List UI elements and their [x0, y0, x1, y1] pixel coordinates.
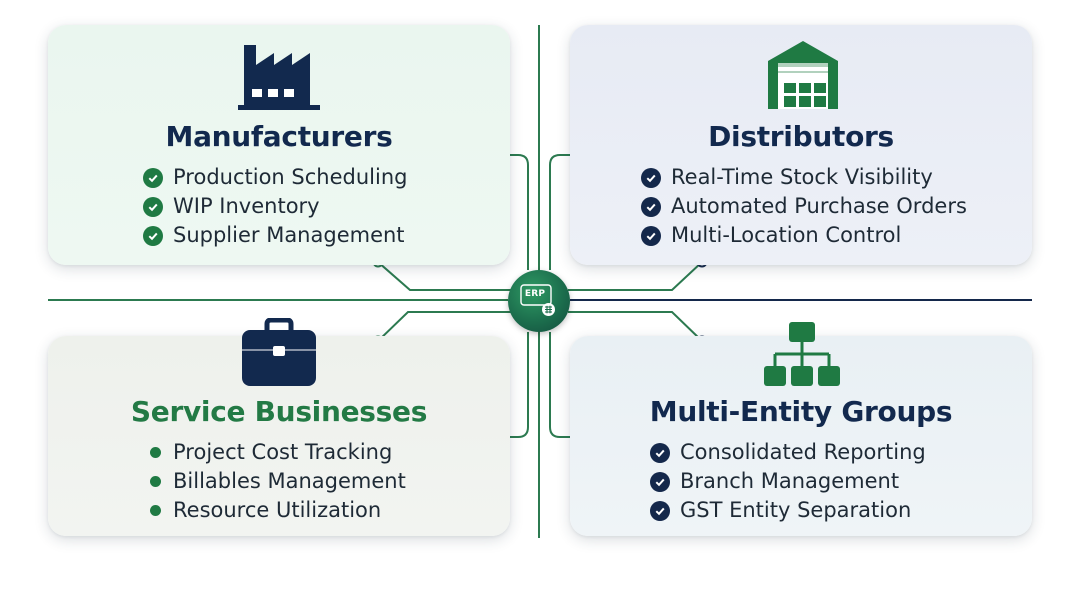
multi-entity-groups-card: Multi-Entity Groups Consolidated Reporti…	[570, 322, 1032, 536]
trace-distributors-upper	[549, 154, 580, 270]
list-item: Multi-Location Control	[641, 221, 967, 250]
list-item: Project Cost Tracking	[150, 438, 406, 467]
check-circle-icon	[641, 196, 661, 217]
feature-label: WIP Inventory	[173, 194, 320, 218]
distributors-card: Distributors Real-Time Stock Visibility …	[570, 25, 1032, 265]
feature-label: Project Cost Tracking	[173, 440, 393, 464]
service-businesses-card: Service Businesses Project Cost Tracking…	[48, 318, 510, 536]
bullet-icon	[150, 505, 161, 516]
list-item: Supplier Management	[143, 221, 407, 250]
feature-label: Resource Utilization	[173, 498, 382, 522]
feature-label: Production Scheduling	[173, 165, 408, 189]
feature-label: Consolidated Reporting	[680, 440, 926, 464]
list-item: Resource Utilization	[150, 496, 406, 525]
bullet-icon	[150, 447, 161, 458]
trace-manufacturers-lower	[377, 261, 512, 291]
list-item: GST Entity Separation	[650, 496, 926, 525]
warehouse-icon	[768, 41, 838, 109]
bullet-icon	[150, 476, 161, 487]
factory-icon	[238, 45, 320, 110]
multi-entity-groups-title: Multi-Entity Groups	[649, 395, 953, 428]
check-circle-icon	[641, 225, 661, 246]
check-circle-icon	[650, 442, 670, 463]
list-item: Production Scheduling	[143, 163, 407, 192]
check-circle-icon	[641, 167, 661, 188]
briefcase-icon	[242, 318, 316, 386]
list-item: Real-Time Stock Visibility	[641, 163, 967, 192]
distributors-features: Real-Time Stock Visibility Automated Pur…	[641, 163, 967, 250]
service-businesses-features: Project Cost Tracking Billables Manageme…	[150, 438, 406, 525]
erp-hub: ERP	[508, 270, 570, 332]
feature-label: Billables Management	[173, 469, 406, 493]
feature-label: Automated Purchase Orders	[671, 194, 967, 218]
manufacturers-title: Manufacturers	[165, 120, 393, 153]
list-item: Branch Management	[650, 467, 926, 496]
trace-service-upper	[377, 311, 512, 342]
feature-label: Multi-Location Control	[671, 223, 902, 247]
check-circle-icon	[143, 225, 163, 246]
list-item: Automated Purchase Orders	[641, 192, 967, 221]
feature-label: Branch Management	[680, 469, 900, 493]
feature-label: GST Entity Separation	[680, 498, 912, 522]
erp-hub-label: ERP	[524, 289, 546, 299]
check-circle-icon	[650, 500, 670, 521]
grid-icon	[542, 303, 555, 316]
service-businesses-title: Service Businesses	[130, 395, 428, 428]
multi-entity-groups-features: Consolidated Reporting Branch Management…	[650, 438, 926, 525]
trace-manufacturers-upper	[500, 154, 529, 270]
check-circle-icon	[143, 167, 163, 188]
feature-label: Real-Time Stock Visibility	[671, 165, 933, 189]
check-circle-icon	[650, 471, 670, 492]
feature-label: Supplier Management	[173, 223, 405, 247]
manufacturers-features: Production Scheduling WIP Inventory Supp…	[143, 163, 407, 250]
distributors-title: Distributors	[708, 120, 894, 153]
list-item: Billables Management	[150, 467, 406, 496]
trace-multi-entity-lower	[549, 332, 581, 438]
hub-frame	[520, 284, 552, 306]
list-item: Consolidated Reporting	[650, 438, 926, 467]
trace-service-lower	[499, 332, 529, 438]
trace-distributors-lower	[568, 261, 703, 291]
check-circle-icon	[143, 196, 163, 217]
list-item: WIP Inventory	[143, 192, 407, 221]
trace-multi-entity-upper	[568, 311, 703, 342]
org-chart-icon	[764, 322, 840, 386]
manufacturers-card: Manufacturers Production Scheduling WIP …	[48, 25, 510, 265]
